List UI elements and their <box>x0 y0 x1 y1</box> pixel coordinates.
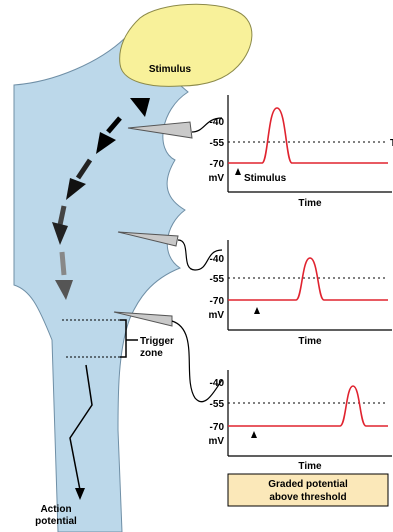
graph-2-trace <box>228 258 388 300</box>
graph-3-tick-40: -40 <box>210 378 225 389</box>
graph-3-unit: mV <box>208 436 224 447</box>
electrode-wire-3 <box>172 321 222 402</box>
graph-3-stimulus-marker <box>251 431 257 438</box>
graph-1-unit: mV <box>208 173 224 184</box>
neuron-body <box>14 38 188 532</box>
graph-1: -40 -55 -70 mV Stimulus T Time <box>208 95 393 209</box>
graph-2-unit: mV <box>208 310 224 321</box>
graph-2-tick-55: -55 <box>210 274 225 285</box>
graph-2-tick-70: -70 <box>210 296 225 307</box>
graph-3-tick-55: -55 <box>210 399 225 410</box>
graph-1-tick-55: -55 <box>210 138 225 149</box>
action-potential-label-line1: Action <box>40 504 71 515</box>
graph-3-x-label: Time <box>298 461 322 472</box>
action-potential-label-line2: potential <box>35 516 77 527</box>
graph-1-tick-40: -40 <box>210 117 225 128</box>
graph-3-trace <box>228 386 388 426</box>
graph-2-x-label: Time <box>298 336 322 347</box>
caption-line1: Graded potential <box>268 479 348 490</box>
graph-1-stimulus-label: Stimulus <box>244 173 287 184</box>
stimulus-label: Stimulus <box>149 64 192 75</box>
graph-1-tick-70: -70 <box>210 159 225 170</box>
caption-line2: above threshold <box>269 492 346 503</box>
trigger-zone-label-line1: Trigger <box>140 336 174 347</box>
graph-2-stimulus-marker <box>254 307 260 314</box>
graph-3-tick-70: -70 <box>210 422 225 433</box>
graph-1-stimulus-marker <box>235 168 241 175</box>
graph-2-tick-40: -40 <box>210 254 225 265</box>
graph-1-trace <box>228 108 388 163</box>
trigger-zone-label-line2: zone <box>140 348 163 359</box>
graph-2: -40 -55 -70 mV Time <box>208 240 392 347</box>
graph-3: -40 -55 -70 mV Time <box>208 370 392 472</box>
graph-1-x-label: Time <box>298 198 322 209</box>
